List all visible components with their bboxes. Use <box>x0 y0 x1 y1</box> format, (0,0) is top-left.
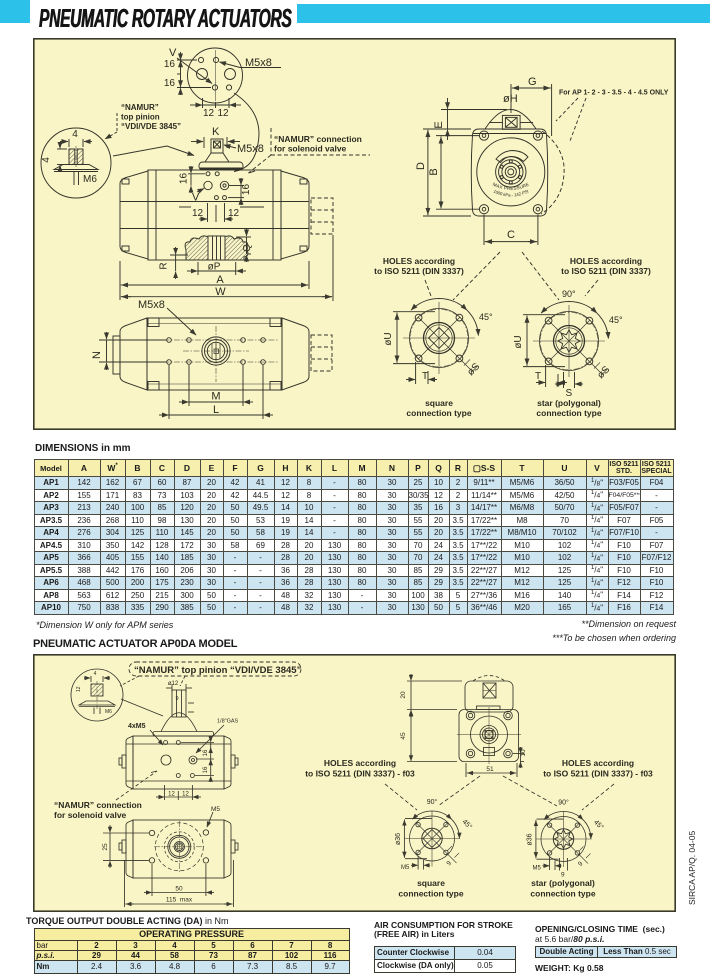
svg-text:M5x8: M5x8 <box>237 143 264 155</box>
svg-text:to ISO 5211 (DIN 3337) - f03: to ISO 5211 (DIN 3337) - f03 <box>305 769 415 779</box>
svg-text:16: 16 <box>203 749 209 756</box>
svg-text:16: 16 <box>164 78 176 89</box>
svg-text:4xM5: 4xM5 <box>128 723 146 730</box>
svg-text:to ISO 5211 (DIN 3337): to ISO 5211 (DIN 3337) <box>561 266 651 276</box>
svg-text:1000 kPa - 142 PSI: 1000 kPa - 142 PSI <box>493 189 530 198</box>
svg-text:L: L <box>213 404 219 416</box>
svg-text:W: W <box>215 286 226 298</box>
svg-text:“NAMUR”: “NAMUR” <box>121 103 159 112</box>
svg-text:16: 16 <box>164 59 176 70</box>
svg-text:4: 4 <box>41 157 52 163</box>
svg-text:9: 9 <box>175 696 178 702</box>
svg-text:HOLES according: HOLES according <box>324 758 396 768</box>
svg-text:E: E <box>433 121 445 128</box>
svg-text:connection type: connection type <box>406 408 471 418</box>
svg-text:45°: 45° <box>592 818 605 831</box>
svg-text:90°: 90° <box>427 798 438 806</box>
svg-text:16: 16 <box>203 766 209 773</box>
svg-text:45°: 45° <box>461 818 474 831</box>
svg-text:square: square <box>425 398 453 408</box>
svg-text:“VDI/VDE 3845”: “VDI/VDE 3845” <box>121 122 181 131</box>
svg-text:HOLES according: HOLES according <box>562 758 634 768</box>
svg-text:MAX PRESSURE: MAX PRESSURE <box>492 182 530 191</box>
svg-text:45°: 45° <box>609 315 623 325</box>
svg-text:K: K <box>212 126 220 138</box>
svg-text:square: square <box>417 878 445 888</box>
svg-text:connection type: connection type <box>530 889 595 899</box>
svg-text:12: 12 <box>192 208 204 219</box>
svg-text:M5: M5 <box>401 865 410 871</box>
svg-text:HOLES according: HOLES according <box>383 256 455 266</box>
svg-text:M5x8: M5x8 <box>138 299 165 311</box>
svg-text:øS: øS <box>465 361 482 378</box>
svg-text:for solenoid valve: for solenoid valve <box>274 144 347 154</box>
svg-text:10: 10 <box>520 749 527 757</box>
svg-text:ø36: ø36 <box>395 833 402 845</box>
svg-text:to ISO 5211 (DIN 3337) - f03: to ISO 5211 (DIN 3337) - f03 <box>543 769 653 779</box>
svg-text:R: R <box>159 262 170 269</box>
svg-text:“NAMUR” connection: “NAMUR” connection <box>274 134 362 144</box>
svg-text:Q: Q <box>242 244 253 252</box>
svg-text:øU: øU <box>383 332 394 345</box>
svg-text:12: 12 <box>228 208 240 219</box>
svg-text:C: C <box>507 229 515 241</box>
svg-text:12: 12 <box>203 108 215 119</box>
svg-text:S: S <box>566 388 573 399</box>
svg-text:øH: øH <box>503 93 518 105</box>
svg-text:“NAMUR” top pinion “VDI/VDE 38: “NAMUR” top pinion “VDI/VDE 3845” <box>134 665 302 676</box>
svg-text:“NAMUR” connection: “NAMUR” connection <box>54 800 142 810</box>
svg-text:N: N <box>91 351 103 359</box>
svg-text:16: 16 <box>241 184 252 196</box>
svg-text:connection type: connection type <box>398 889 463 899</box>
svg-text:16: 16 <box>179 173 190 185</box>
svg-text:øU: øU <box>513 335 524 348</box>
svg-text:20: 20 <box>400 691 407 699</box>
svg-text:G: G <box>528 76 537 88</box>
svg-text:M5x8: M5x8 <box>245 57 272 69</box>
svg-text:ø12: ø12 <box>168 681 179 687</box>
svg-text:to ISO 5211 (DIN 3337): to ISO 5211 (DIN 3337) <box>374 266 464 276</box>
svg-text:ø36: ø36 <box>527 833 534 845</box>
svg-text:øP: øP <box>208 262 221 273</box>
svg-text:45°: 45° <box>479 312 493 322</box>
svg-text:star (polygonal): star (polygonal) <box>537 398 601 408</box>
svg-text:M6: M6 <box>105 709 112 715</box>
svg-text:M: M <box>211 391 220 403</box>
svg-text:D: D <box>415 162 427 170</box>
svg-text:A: A <box>216 274 224 286</box>
svg-text:9: 9 <box>577 860 585 868</box>
svg-text:115 max: 115 max <box>166 897 193 904</box>
svg-text:12: 12 <box>168 792 175 798</box>
svg-text:51: 51 <box>486 766 494 773</box>
svg-text:HOLES according: HOLES according <box>570 256 642 266</box>
svg-text:45: 45 <box>400 732 407 740</box>
svg-text:V: V <box>192 192 200 204</box>
svg-text:øS: øS <box>595 364 612 381</box>
svg-text:12: 12 <box>182 792 189 798</box>
svg-text:for solenoid valve: for solenoid valve <box>54 810 127 820</box>
svg-text:connection type: connection type <box>536 408 601 418</box>
svg-text:9: 9 <box>445 860 453 868</box>
svg-text:M5: M5 <box>533 866 542 872</box>
svg-text:B: B <box>428 168 440 175</box>
svg-text:M5: M5 <box>211 806 220 813</box>
svg-text:4: 4 <box>94 671 97 677</box>
svg-text:top pinion: top pinion <box>121 113 160 122</box>
svg-text:50: 50 <box>175 886 183 893</box>
svg-text:12: 12 <box>217 108 229 119</box>
svg-text:90°: 90° <box>558 799 569 807</box>
svg-text:V: V <box>169 47 177 59</box>
svg-text:For AP 1- 2 - 3 - 3.5 - 4 - 4.: For AP 1- 2 - 3 - 3.5 - 4 - 4.5 ONLY <box>559 90 669 97</box>
svg-text:4: 4 <box>72 129 78 140</box>
svg-text:star (polygonal): star (polygonal) <box>531 878 595 888</box>
svg-text:9: 9 <box>561 872 565 879</box>
svg-text:T: T <box>535 371 541 382</box>
svg-text:12: 12 <box>76 686 82 692</box>
svg-text:90°: 90° <box>562 289 576 299</box>
svg-text:1/8"GAS: 1/8"GAS <box>217 719 239 725</box>
svg-text:T: T <box>422 371 428 382</box>
svg-text:M6: M6 <box>83 174 97 185</box>
svg-text:25: 25 <box>102 843 109 851</box>
